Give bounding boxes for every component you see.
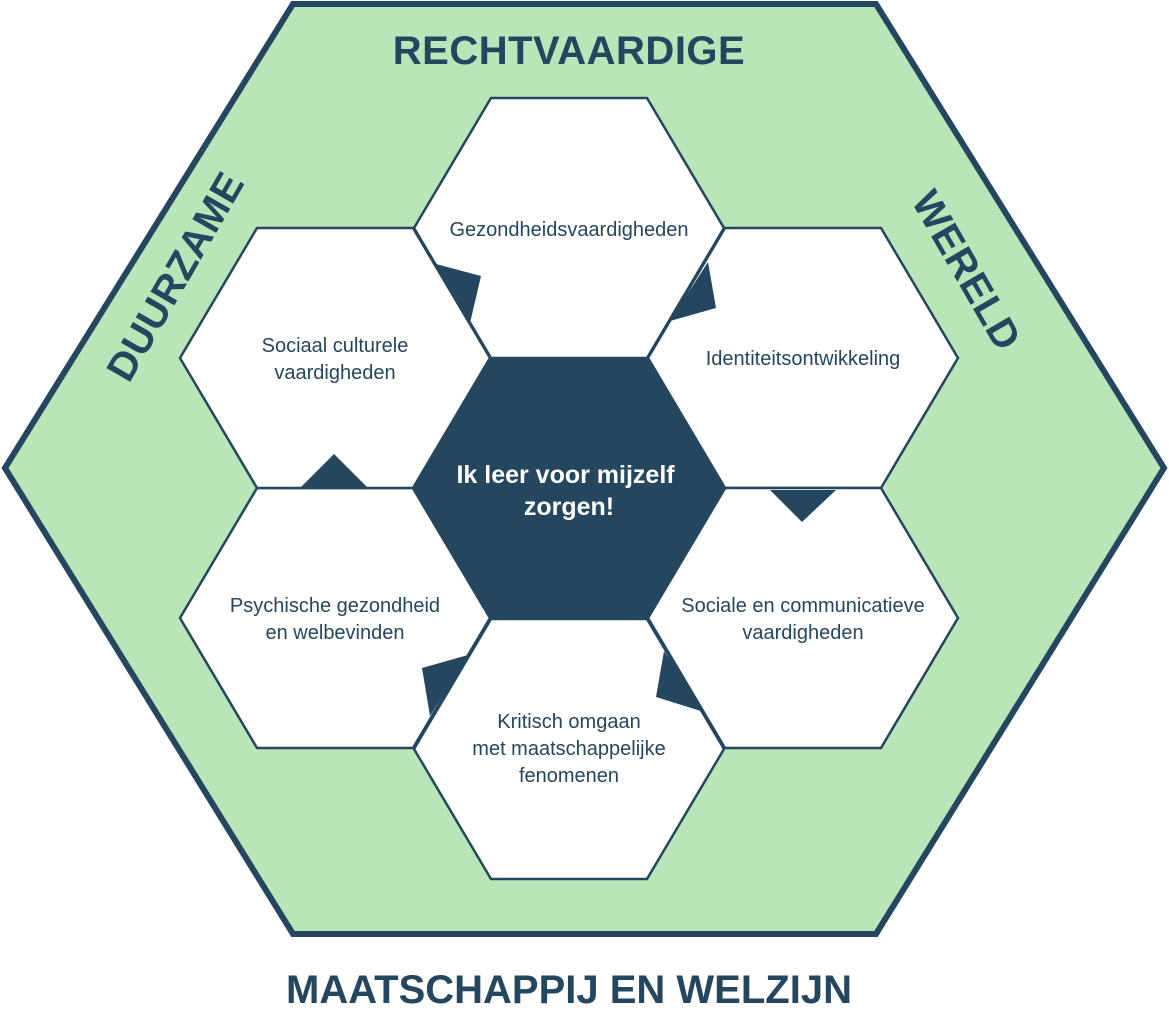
hex-cell-label: Identiteitsontwikkeling — [706, 348, 901, 370]
bottom-title: MAATSCHAPPIJ EN WELZIJN — [286, 968, 852, 1012]
center-label: Ik leer voor mijzelf zorgen! — [456, 461, 681, 521]
arrow-marker — [300, 454, 368, 488]
cells-group: GezondheidsvaardighedenIdentiteitsontwik… — [178, 96, 960, 881]
hex-cell-label-line: en welbevinden — [266, 622, 405, 644]
arrow-marker — [422, 655, 468, 716]
hex-cell-label-line: vaardigheden — [274, 362, 395, 384]
hex-cell-label: Kritisch omgaan met maatschappelijke fenom… — [472, 711, 665, 787]
hex-cell-psychische-gezondheid: Psychische gezondheid en welbevinden — [178, 486, 492, 750]
hex-cell-kritisch-omgaan: Kritisch omgaan met maatschappelijke fenom… — [412, 617, 726, 881]
center-hexagon — [412, 358, 726, 620]
hex-cell-label-line: Kritisch omgaan — [497, 711, 640, 733]
hex-cell-label: Psychische gezondheid en welbevinden — [230, 595, 440, 644]
hex-cell-sociale-communicatieve-vaardigheden: Sociale en communicatieve vaardigheden — [646, 486, 960, 750]
arrow-marker — [656, 651, 704, 712]
hex-cell-label-line: Sociale en communicatieve — [681, 595, 924, 617]
arrow-marker — [436, 264, 481, 323]
center-label-line: Ik leer voor mijzelf — [456, 461, 675, 489]
hex-cell-label: Gezondheidsvaardigheden — [449, 219, 688, 241]
hex-cell-label-line: met maatschappelijke — [472, 738, 665, 760]
hex-cell-label-line: Psychische gezondheid — [230, 595, 440, 617]
arrow-marker — [670, 262, 716, 321]
cycle-arrows — [300, 262, 836, 716]
arrow-marker — [770, 490, 836, 522]
hex-cell-label-line: Identiteitsontwikkeling — [706, 348, 901, 370]
hex-cell-identiteitsontwikkeling: Identiteitsontwikkeling — [646, 226, 960, 490]
hex-cell-label-line: Sociaal culturele — [262, 335, 409, 357]
hex-cell-label: Sociaal culturele vaardigheden — [262, 335, 409, 384]
frame-top-word: RECHTVAARDIGE — [393, 29, 745, 73]
center-label-line: zorgen! — [524, 493, 614, 521]
hex-cell-label-line: Gezondheidsvaardigheden — [449, 219, 688, 241]
hex-cell-label-line: vaardigheden — [742, 622, 863, 644]
hex-cell-label: Sociale en communicatieve vaardigheden — [681, 595, 924, 644]
hex-cell-label-line: fenomenen — [519, 765, 619, 787]
